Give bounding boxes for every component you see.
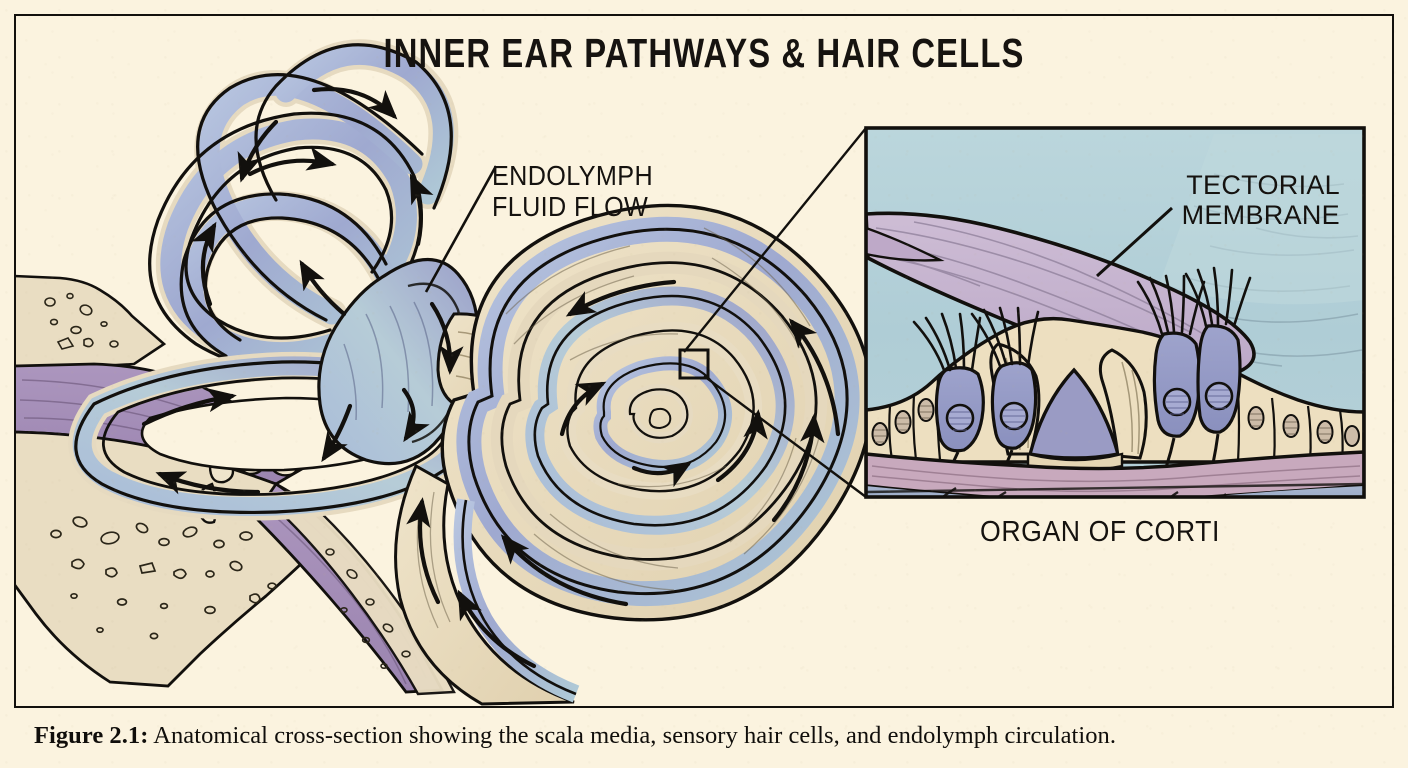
figure-title: INNER EAR PATHWAYS & HAIR CELLS (383, 30, 1025, 76)
figure-caption: Figure 2.1: Anatomical cross-section sho… (34, 722, 1374, 750)
label-organ-of-corti: ORGAN OF CORTI (980, 516, 1220, 548)
endolymph-flow-arrows (141, 87, 841, 669)
plate-border (14, 14, 1394, 708)
inset-leader-lines (683, 127, 867, 498)
tectorial-leader-line (1095, 206, 1174, 278)
hair-cells (930, 324, 1242, 497)
stereocilia (912, 266, 1252, 372)
caption-body: Anatomical cross-section showing the sca… (148, 722, 1116, 749)
label-tectorial-membrane: TECTORIAL MEMBRANE (1181, 170, 1340, 231)
caption-figure-number: Figure 2.1: (34, 722, 149, 749)
endolymph-leader-line (424, 165, 498, 293)
callout-box (678, 348, 710, 380)
cochlea-spiral-group (394, 203, 874, 706)
organ-of-corti-inset (864, 126, 1366, 499)
label-endolymph-fluid-flow: ENDOLYMPH FLUID FLOW (492, 160, 654, 223)
illustration-canvas (14, 14, 1394, 708)
